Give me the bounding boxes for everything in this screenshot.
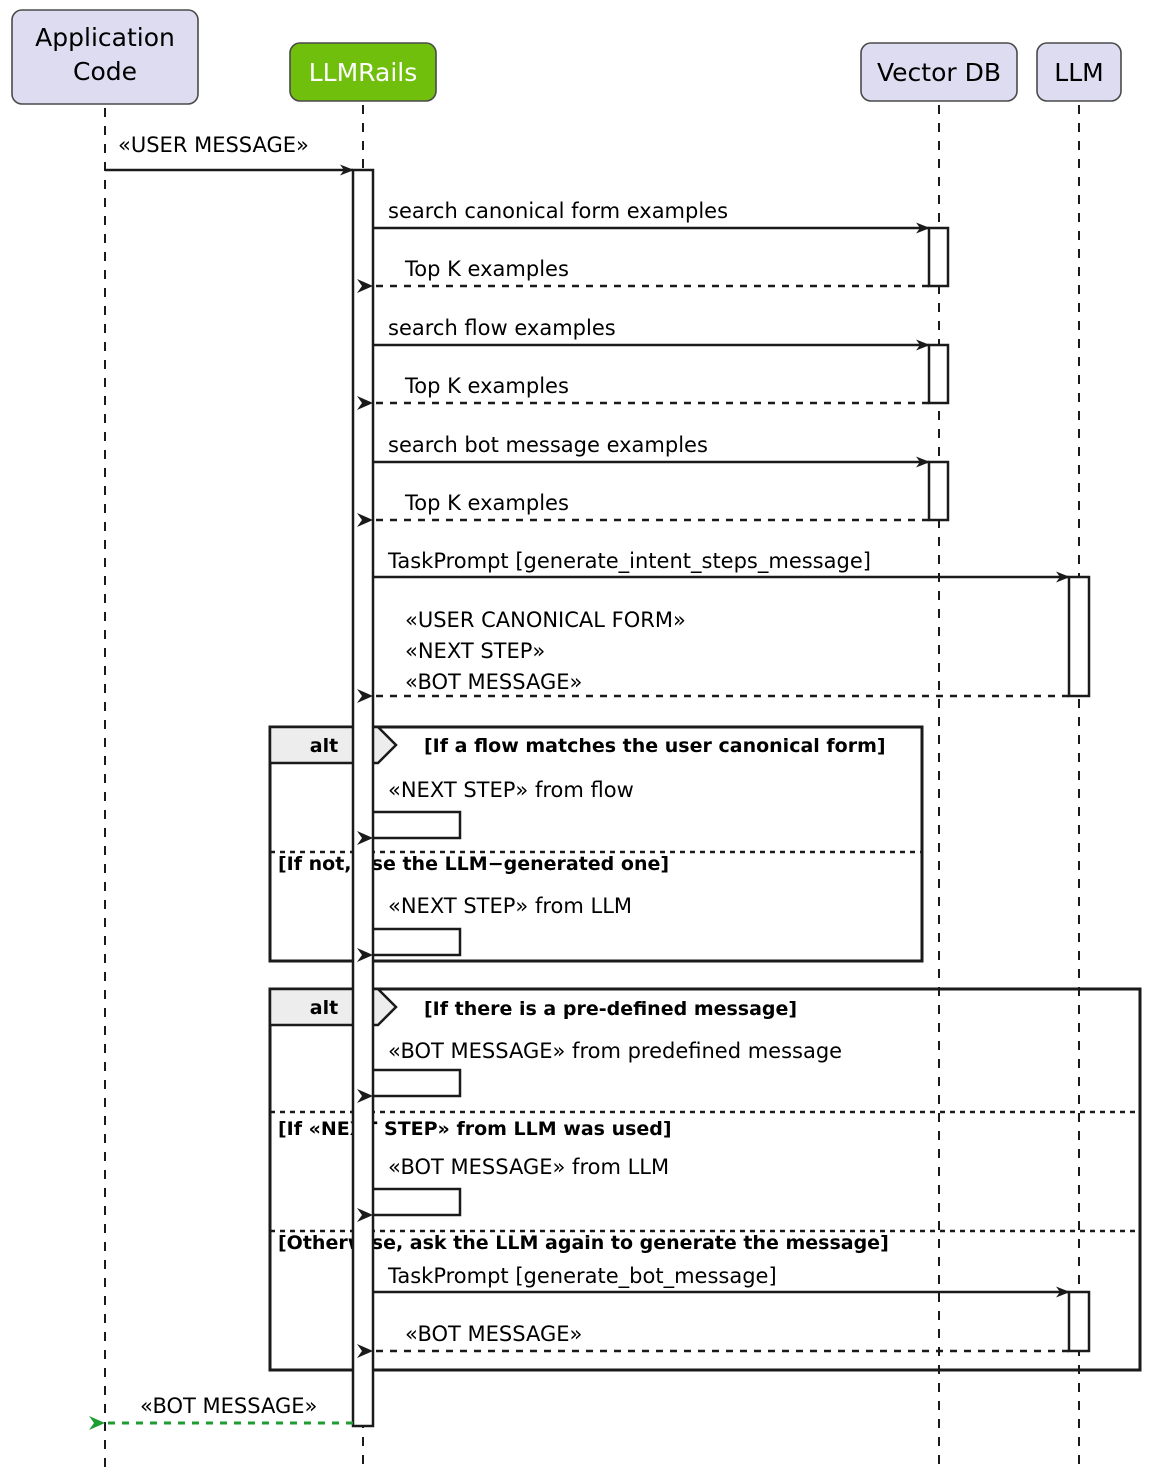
- activation-bar-vectordb: [927, 460, 950, 522]
- fragment-operator-label: alt: [310, 735, 338, 757]
- message-label: search canonical form examples: [388, 199, 728, 223]
- message-m8: TaskPrompt [generate_intent_steps_messag…: [373, 549, 1070, 583]
- self-message-s3: «BOT MESSAGE» from predefined message: [357, 1039, 842, 1103]
- self-message-label: «NEXT STEP» from LLM: [388, 894, 632, 918]
- message-label: «USER MESSAGE»: [118, 133, 309, 157]
- fragment-condition-label: [If not, use the LLM−generated one]: [278, 853, 669, 875]
- message-m1: «USER MESSAGE»: [105, 133, 354, 176]
- message-label: Top K examples: [404, 257, 569, 281]
- participant-llmrails[interactable]: LLMRails: [289, 42, 437, 102]
- participant-box[interactable]: [11, 9, 199, 105]
- self-message-s2: «NEXT STEP» from LLM: [357, 894, 632, 962]
- participant-vectordb[interactable]: Vector DB: [860, 42, 1018, 102]
- self-message-arrow: [357, 927, 462, 962]
- message-label: search flow examples: [388, 316, 616, 340]
- message-m3: Top K examples: [357, 257, 929, 293]
- participant-label: Vector DB: [877, 58, 1001, 87]
- participant-box[interactable]: [860, 42, 1018, 102]
- message-label: TaskPrompt [generate_intent_steps_messag…: [387, 549, 871, 574]
- message-m4: search flow examples: [373, 316, 930, 351]
- activation-bar-llm: [1067, 575, 1091, 698]
- message-label: «USER CANONICAL FORM»«NEXT STEP»«BOT MES…: [405, 608, 686, 694]
- messages-layer: «USER MESSAGE» search canonical form exam…: [89, 133, 1070, 1430]
- participant-box[interactable]: [1036, 42, 1122, 102]
- message-m14: TaskPrompt [generate_bot_message]: [373, 1264, 1070, 1298]
- message-m7: Top K examples: [357, 491, 929, 527]
- activation-bar-vectordb: [927, 226, 950, 288]
- message-m16: «BOT MESSAGE»: [89, 1394, 353, 1430]
- self-message-label: «BOT MESSAGE» from predefined message: [388, 1039, 842, 1063]
- fragment-condition-label: [If «NEXT STEP» from LLM was used]: [278, 1118, 672, 1140]
- participant-label: LLMRails: [309, 58, 417, 87]
- message-label: Top K examples: [404, 374, 569, 398]
- participant-label: LLM: [1054, 58, 1103, 87]
- message-label: search bot message examples: [388, 433, 708, 457]
- message-m5: Top K examples: [357, 374, 929, 410]
- activations-layer: [351, 168, 1091, 1428]
- activation-bar-llmrails: [351, 168, 375, 1428]
- message-label: «BOT MESSAGE»: [140, 1394, 317, 1418]
- message-m9: «USER CANONICAL FORM»«NEXT STEP»«BOT MES…: [357, 608, 1069, 703]
- participant-llm[interactable]: LLM: [1036, 42, 1122, 102]
- self-message-label: «BOT MESSAGE» from LLM: [388, 1155, 669, 1179]
- activation-bar-vectordb: [927, 343, 950, 405]
- fragment-condition-label: [Otherwise, ask the LLM again to generat…: [278, 1232, 889, 1254]
- self-message-arrow: [357, 810, 462, 845]
- self-message-s1: «NEXT STEP» from flow: [357, 778, 634, 845]
- fragment-condition-label: [If a flow matches the user canonical fo…: [424, 735, 886, 757]
- message-label: TaskPrompt [generate_bot_message]: [387, 1264, 777, 1289]
- message-m6: search bot message examples: [373, 433, 930, 468]
- self-message-arrow: [357, 1068, 462, 1103]
- activation-bar-llm: [1067, 1290, 1091, 1353]
- self-message-label: «NEXT STEP» from flow: [388, 778, 634, 802]
- fragment-operator-label: alt: [310, 997, 338, 1019]
- message-m15: «BOT MESSAGE»: [357, 1322, 1069, 1358]
- message-label: «BOT MESSAGE»: [405, 1322, 582, 1346]
- participant-box[interactable]: [289, 42, 437, 102]
- self-message-arrow: [357, 1187, 462, 1222]
- self-message-s4: «BOT MESSAGE» from LLM: [357, 1155, 669, 1222]
- fragment-condition-label: [If there is a pre-defined message]: [424, 998, 797, 1020]
- message-label: Top K examples: [404, 491, 569, 515]
- message-m2: search canonical form examples: [373, 199, 930, 234]
